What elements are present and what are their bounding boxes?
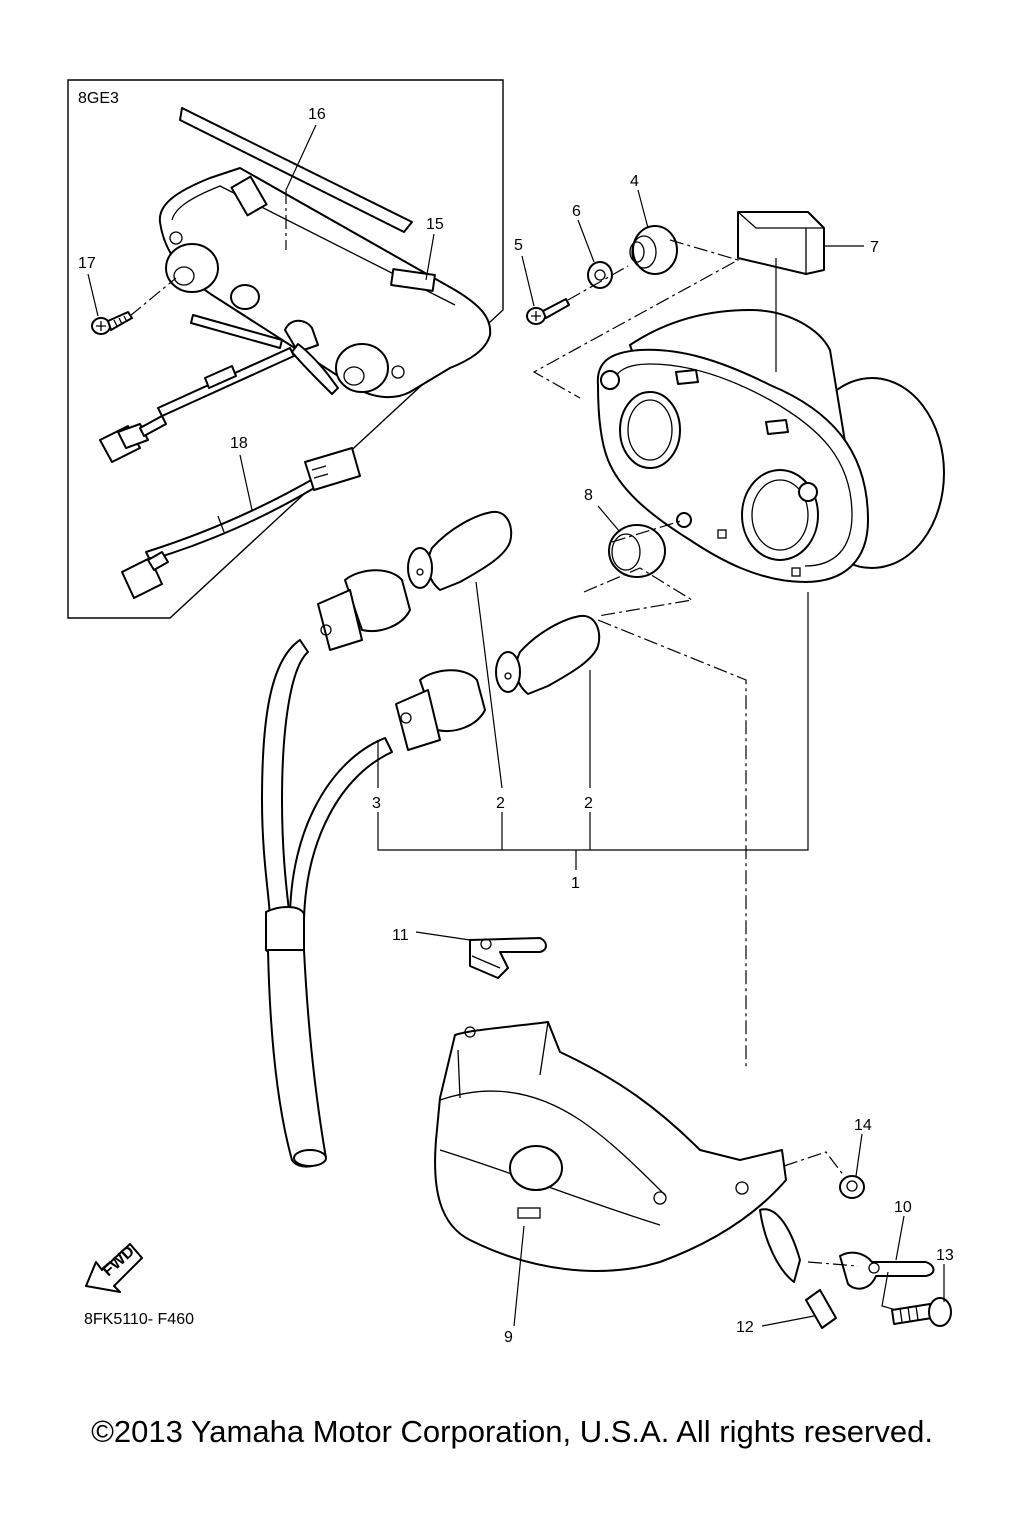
part-9-cover [434,1021,787,1272]
part-6-washer [587,261,613,289]
part-17-screw [91,311,133,335]
copyright-notice: ©2013 Yamaha Motor Corporation, U.S.A. A… [91,1414,933,1449]
callout-3: 3 [372,795,381,812]
part-5-screw [526,298,570,325]
callout-11: 11 [392,927,409,944]
callout-5: 5 [514,237,523,254]
callout-16: 16 [308,106,326,123]
callout-2a: 2 [496,795,505,812]
part-2-bulb-upper [407,510,513,591]
callout-18: 18 [230,435,248,452]
callout-8: 8 [584,487,593,504]
callout-13: 13 [936,1247,954,1264]
part-18-harness [121,447,361,599]
callout-14: 14 [854,1117,872,1134]
callout-2b: 2 [584,795,593,812]
callout-15: 15 [426,216,444,233]
part-8-grommet [608,524,666,578]
fwd-arrow-icon [85,1243,143,1293]
part-16-strip [179,107,413,233]
main-housing [596,309,945,583]
part-15-housing [158,167,492,398]
part-13-bolt [891,1297,952,1327]
part-7-pad [737,211,825,275]
callout-17: 17 [78,255,96,272]
callout-6: 6 [572,203,581,220]
callout-10: 10 [894,1199,912,1216]
part-10-bracket [839,1251,935,1290]
callout-1: 1 [571,875,580,892]
part-11-clip [469,937,547,979]
part-12-clip [759,1208,837,1329]
figure-code: 8FK5110- F460 [84,1311,194,1328]
part-2-bulb-lower [495,614,601,695]
inset-label: 8GE3 [78,90,119,107]
callout-4: 4 [630,173,639,190]
callout-9: 9 [504,1329,513,1346]
part-4-grommet [629,225,678,275]
leader-lines [87,124,945,1327]
callout-7: 7 [870,239,879,256]
callout-12: 12 [736,1319,754,1336]
part-14-nut [839,1175,865,1199]
inset-harness [99,314,295,463]
part-3-socket-cord [261,569,486,1168]
